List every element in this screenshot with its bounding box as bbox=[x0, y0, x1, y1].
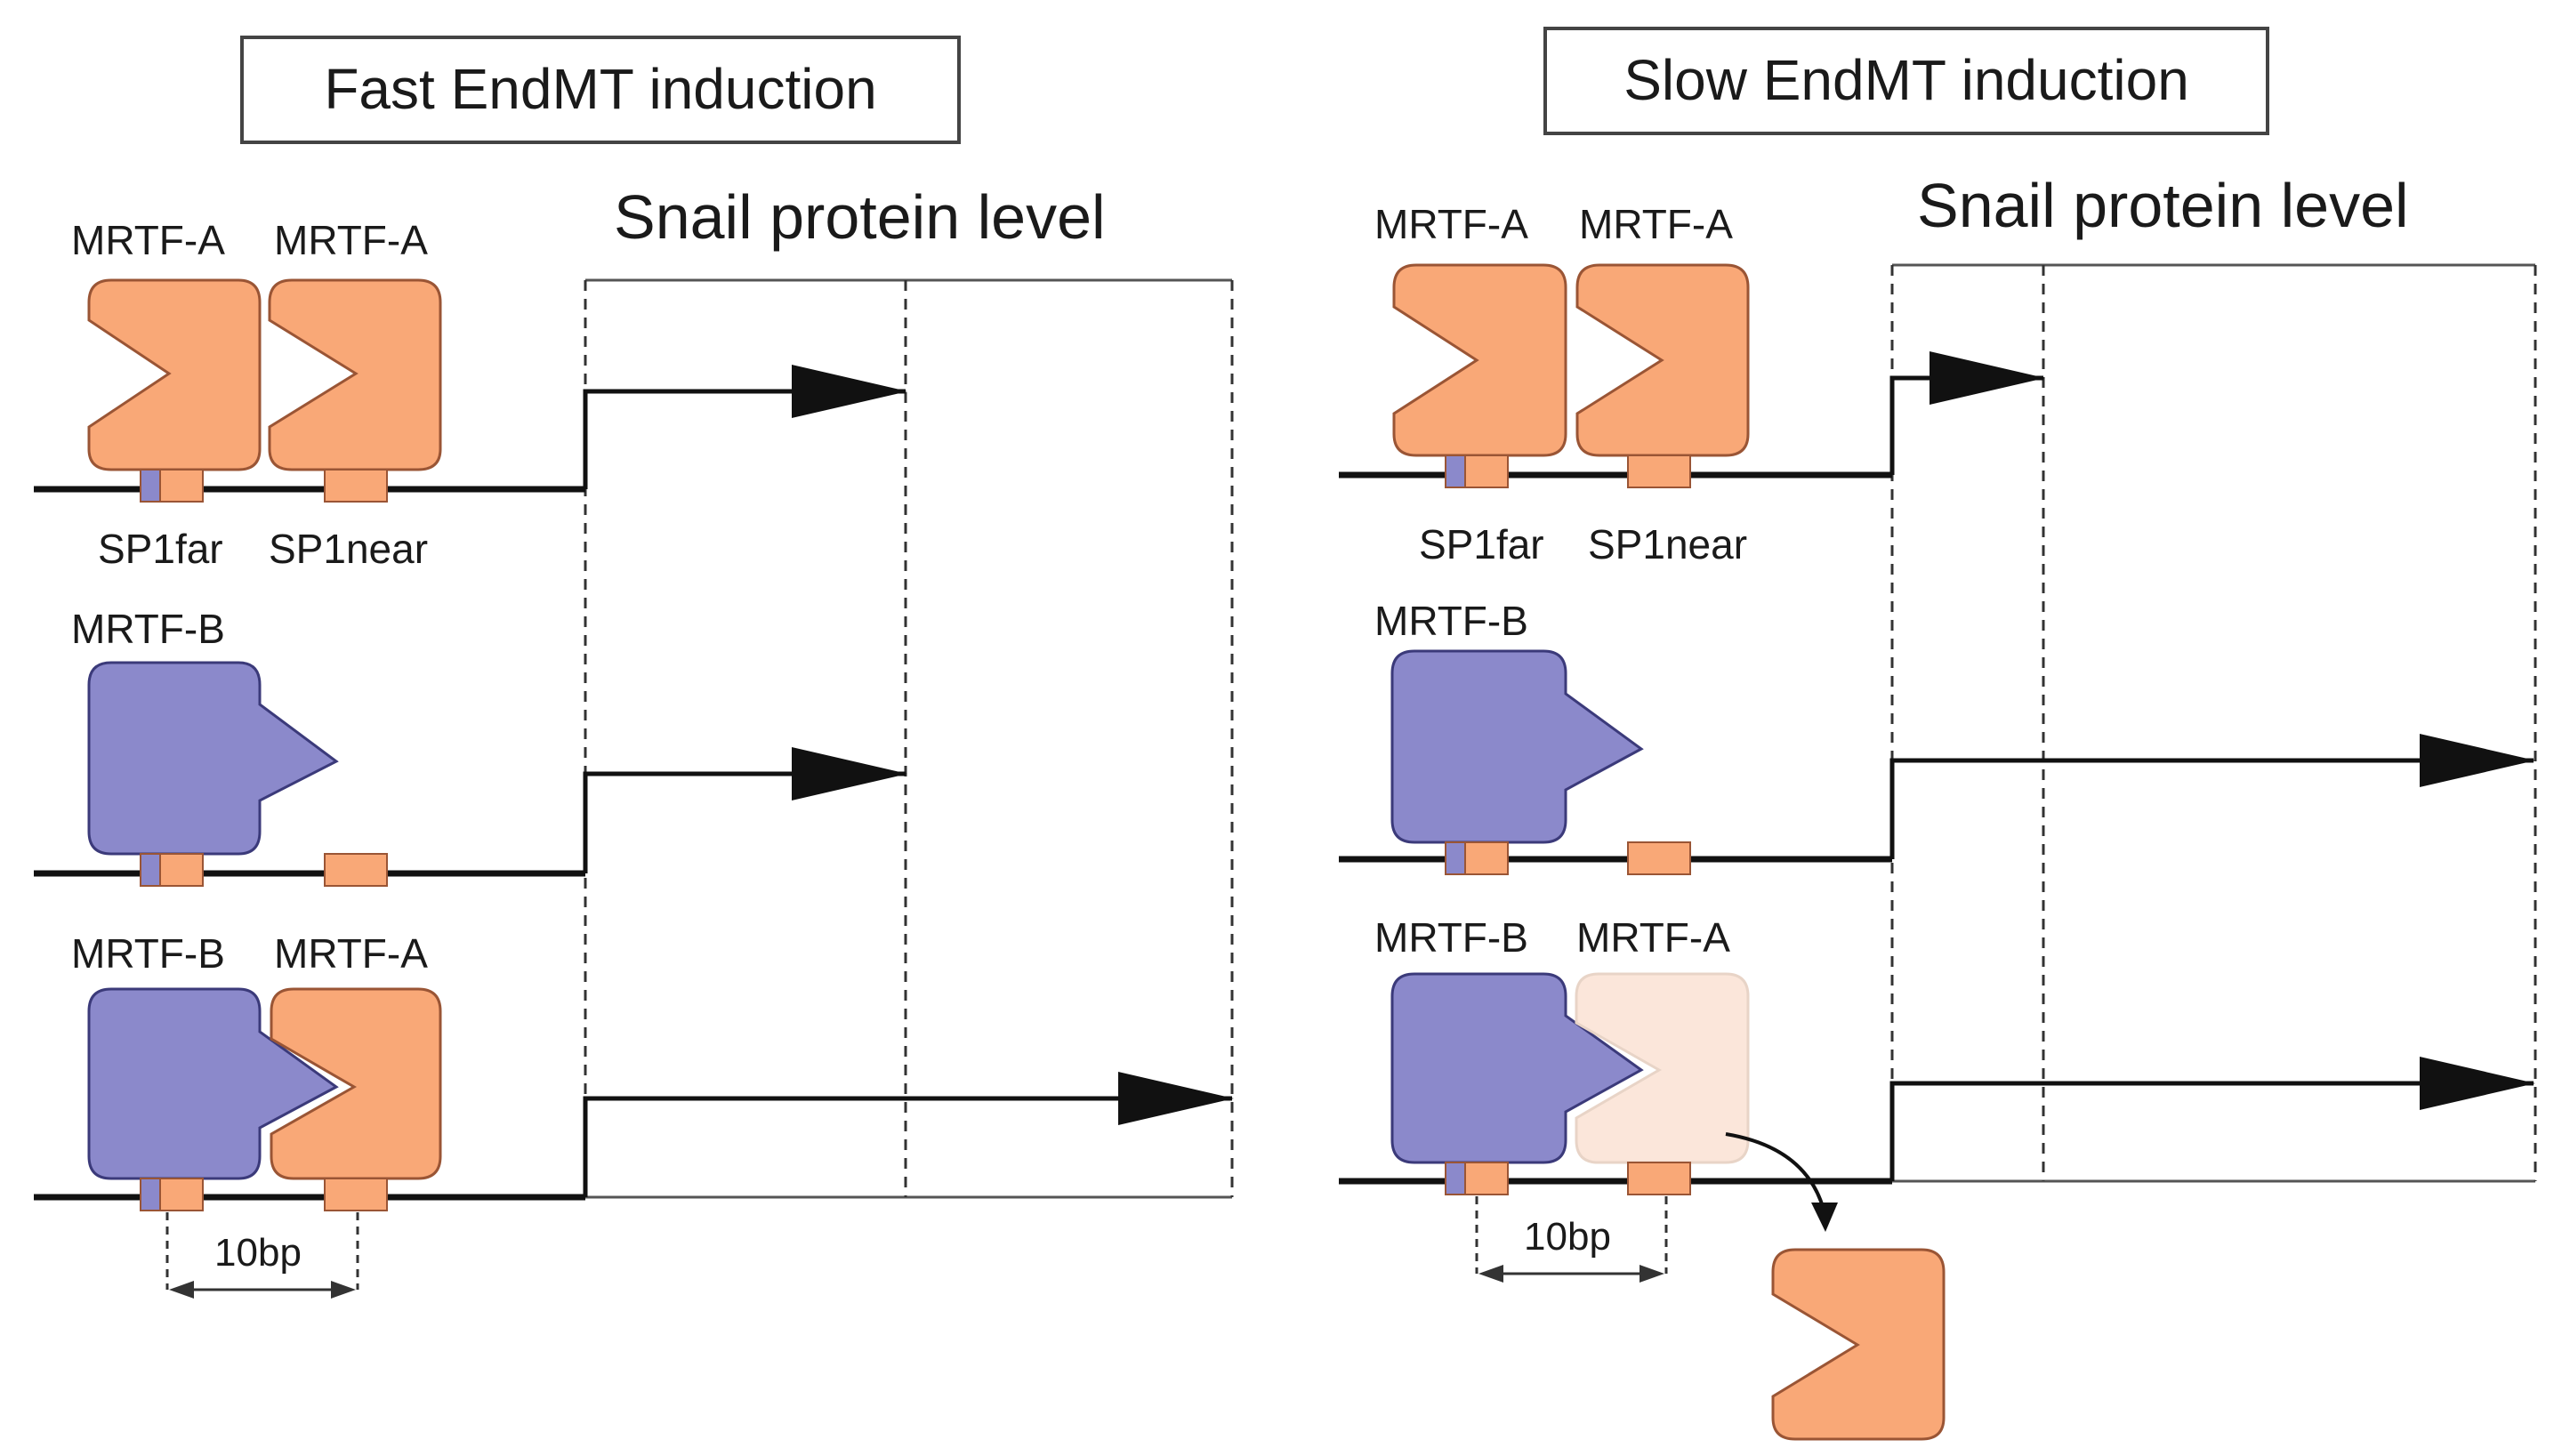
right-row-mrtf-b-mrtf-a: MRTF-B MRTF-A 10bp bbox=[1339, 914, 2535, 1441]
sp1near-site bbox=[1627, 454, 1691, 488]
mrtf-a-protein bbox=[268, 278, 442, 471]
left-row3-label-right: MRTF-A bbox=[274, 930, 428, 977]
mrtf-a-protein bbox=[87, 278, 262, 471]
spacing-arrowhead-left bbox=[1478, 1265, 1503, 1283]
sp1near-site bbox=[324, 1178, 388, 1211]
left-row1-site-near: SP1near bbox=[269, 526, 428, 572]
sp1near-site bbox=[1627, 1162, 1691, 1195]
mrtf-a-protein bbox=[270, 987, 442, 1180]
left-row1-label-right: MRTF-A bbox=[274, 217, 428, 263]
mrtf-a-protein-released bbox=[1771, 1248, 1946, 1441]
right-row2-level-arrow bbox=[1889, 734, 2535, 859]
left-row1-label-left: MRTF-A bbox=[71, 217, 225, 263]
dissociation-arrowhead bbox=[1811, 1203, 1838, 1232]
right-row1-level-arrow bbox=[1889, 351, 2045, 475]
mrtf-b-protein bbox=[1390, 649, 1644, 844]
right-row2-label-left: MRTF-B bbox=[1374, 598, 1528, 644]
sp1far-site-left-half bbox=[140, 853, 161, 887]
right-row3-label-right: MRTF-A bbox=[1576, 914, 1730, 961]
sp1far-site-right-half bbox=[159, 1178, 204, 1211]
right-panel: Slow EndMT induction Snail protein level… bbox=[1339, 27, 2537, 1441]
right-row-mrtf-b: MRTF-B bbox=[1339, 598, 2535, 875]
right-row-mrtf-a-dimer: MRTF-A MRTF-A SP1far SP1near bbox=[1339, 201, 2045, 567]
sp1far-site-left-half bbox=[140, 1178, 161, 1211]
sp1near-site bbox=[324, 469, 388, 503]
spacing-arrowhead-left bbox=[169, 1281, 194, 1299]
right-row1-site-far: SP1far bbox=[1419, 521, 1544, 567]
sp1near-site bbox=[324, 853, 388, 887]
sp1far-site-right-half bbox=[159, 469, 204, 503]
left-row-mrtf-a-dimer: MRTF-A MRTF-A SP1far SP1near bbox=[34, 217, 907, 572]
mrtf-b-protein bbox=[87, 661, 339, 856]
sp1far-site-right-half bbox=[1464, 841, 1509, 875]
sp1far-site-left-half bbox=[1445, 1162, 1466, 1195]
sp1far-site-left-half bbox=[1445, 841, 1466, 875]
spacing-arrowhead-right bbox=[331, 1281, 356, 1299]
right-title-box bbox=[1543, 27, 2269, 135]
left-row1-site-far: SP1far bbox=[98, 526, 223, 572]
left-panel: Fast EndMT induction Snail protein level… bbox=[34, 36, 1234, 1299]
spacing-arrowhead-right bbox=[1640, 1265, 1664, 1283]
right-row3-label-left: MRTF-B bbox=[1374, 914, 1528, 961]
mrtf-b-protein bbox=[87, 987, 339, 1180]
left-row-mrtf-b: MRTF-B bbox=[34, 606, 907, 887]
right-row1-label-right: MRTF-A bbox=[1579, 201, 1733, 247]
left-row3-spacing: 10bp bbox=[214, 1231, 302, 1275]
sp1far-site-right-half bbox=[159, 853, 204, 887]
left-title-box bbox=[240, 36, 961, 144]
right-row1-site-near: SP1near bbox=[1588, 521, 1747, 567]
left-row2-level-arrow bbox=[583, 747, 907, 873]
sp1far-site-left-half bbox=[140, 469, 161, 503]
sp1far-site-right-half bbox=[1464, 1162, 1509, 1195]
left-row3-label-left: MRTF-B bbox=[71, 930, 225, 977]
left-snail-label: Snail protein level bbox=[614, 182, 1106, 252]
mrtf-a-protein bbox=[1392, 263, 1567, 457]
left-row-mrtf-b-mrtf-a: MRTF-B MRTF-A 10bp bbox=[34, 930, 1234, 1299]
mrtf-b-protein bbox=[1390, 972, 1644, 1164]
right-row3-level-arrow bbox=[1889, 1057, 2535, 1181]
sp1far-site-left-half bbox=[1445, 454, 1466, 488]
left-row3-level-arrow bbox=[583, 1072, 1234, 1197]
right-row1-label-left: MRTF-A bbox=[1374, 201, 1528, 247]
mrtf-a-protein bbox=[1575, 263, 1750, 457]
right-snail-label: Snail protein level bbox=[1917, 171, 2409, 240]
left-row1-level-arrow bbox=[583, 365, 907, 489]
dissociation-arrow bbox=[1725, 1132, 1825, 1211]
right-title: Slow EndMT induction bbox=[1623, 48, 2189, 112]
sp1near-site bbox=[1627, 841, 1691, 875]
mrtf-a-protein-faded bbox=[1575, 972, 1750, 1164]
left-title: Fast EndMT induction bbox=[324, 57, 876, 121]
sp1far-site-right-half bbox=[1464, 454, 1509, 488]
right-row3-spacing: 10bp bbox=[1524, 1215, 1611, 1259]
left-row2-label-left: MRTF-B bbox=[71, 606, 225, 652]
